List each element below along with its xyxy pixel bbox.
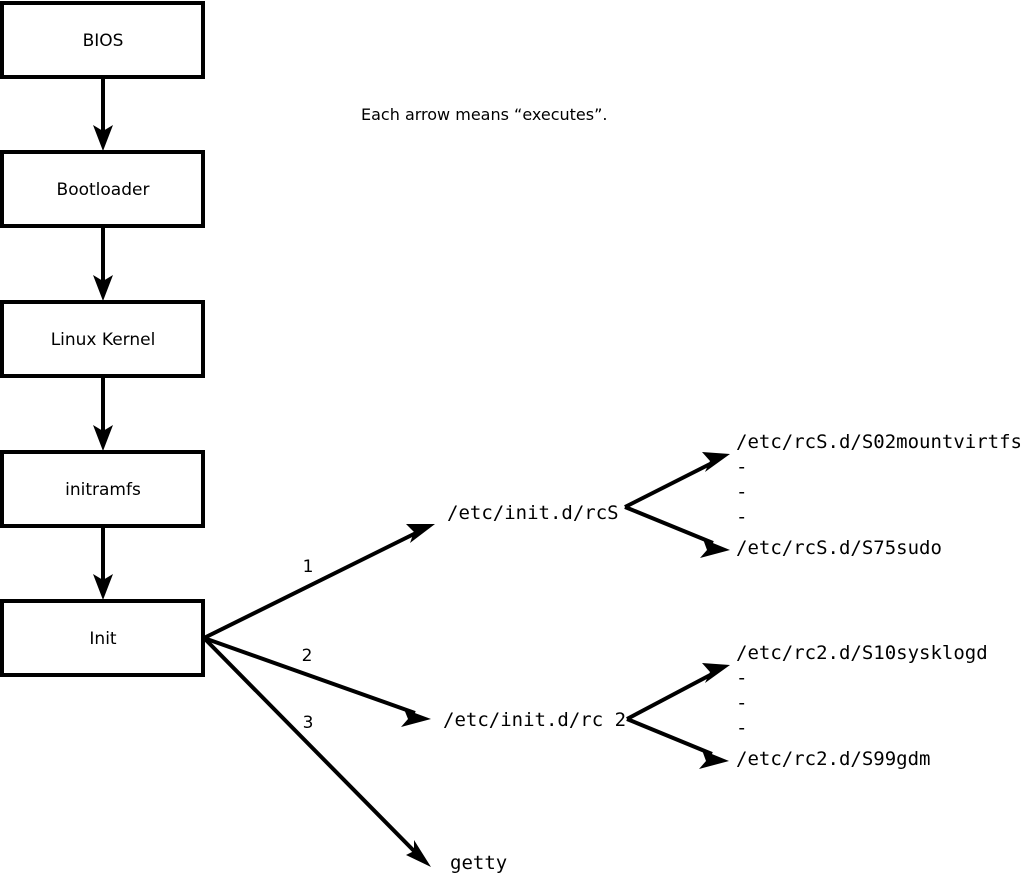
rc2-script-first[interactable]: /etc/rc2.d/S10sysklogd: [736, 642, 988, 664]
node-bootloader[interactable]: Bootloader: [0, 150, 205, 228]
branch-label-getty[interactable]: getty: [450, 852, 507, 874]
edge-number-2: 2: [302, 646, 313, 666]
node-initramfs-label: initramfs: [65, 480, 141, 500]
node-bios-rect: [0, 1, 205, 79]
arrow-rc2-to-last-script: [626, 717, 729, 769]
arrow-bios-to-bootloader: [93, 77, 113, 151]
rcs-script-last[interactable]: /etc/rcS.d/S75sudo: [736, 537, 942, 559]
rcs-ellipsis-dash-1: -: [736, 456, 747, 478]
node-initramfs-rect: [0, 450, 205, 528]
node-bios-label: BIOS: [83, 31, 124, 51]
edge-number-1: 1: [303, 557, 314, 577]
node-init-rect: [0, 599, 205, 677]
arrow-kernel-to-initramfs: [93, 376, 113, 451]
node-bootloader-label: Bootloader: [57, 180, 150, 200]
rc2-script-last[interactable]: /etc/rc2.d/S99gdm: [736, 748, 930, 770]
arrow-rcs-to-last-script: [624, 505, 730, 558]
arrow-init-branch-1: [203, 524, 435, 640]
rcs-script-first[interactable]: /etc/rcS.d/S02mountvirtfs: [736, 431, 1022, 453]
branch-label-rc2[interactable]: /etc/init.d/rc 2: [443, 709, 626, 731]
edge-number-3: 3: [303, 713, 314, 733]
branch-label-rcs[interactable]: /etc/init.d/rcS: [447, 502, 619, 524]
arrow-initramfs-to-init: [93, 526, 113, 600]
rc2-ellipsis-dash-2: -: [736, 692, 747, 714]
node-bios[interactable]: BIOS: [0, 1, 205, 79]
arrow-init-branch-3: [202, 636, 431, 867]
node-initramfs[interactable]: initramfs: [0, 450, 205, 528]
node-linux-kernel-label: Linux Kernel: [51, 330, 156, 350]
node-init[interactable]: Init: [0, 599, 205, 677]
arrow-rcs-to-first-script: [624, 452, 730, 509]
legend-note: Each arrow means “executes”.: [361, 105, 607, 124]
rc2-ellipsis-dash-3: -: [736, 717, 747, 739]
arrow-bootloader-to-kernel: [93, 226, 113, 301]
arrow-init-branch-2: [203, 636, 431, 727]
node-init-label: Init: [89, 629, 117, 649]
rcs-ellipsis-dash-2: -: [736, 481, 747, 503]
node-linux-kernel[interactable]: Linux Kernel: [0, 300, 205, 378]
rc2-ellipsis-dash-1: -: [736, 667, 747, 689]
rcs-ellipsis-dash-3: -: [736, 506, 747, 528]
arrow-rc2-to-first-script: [626, 663, 730, 721]
